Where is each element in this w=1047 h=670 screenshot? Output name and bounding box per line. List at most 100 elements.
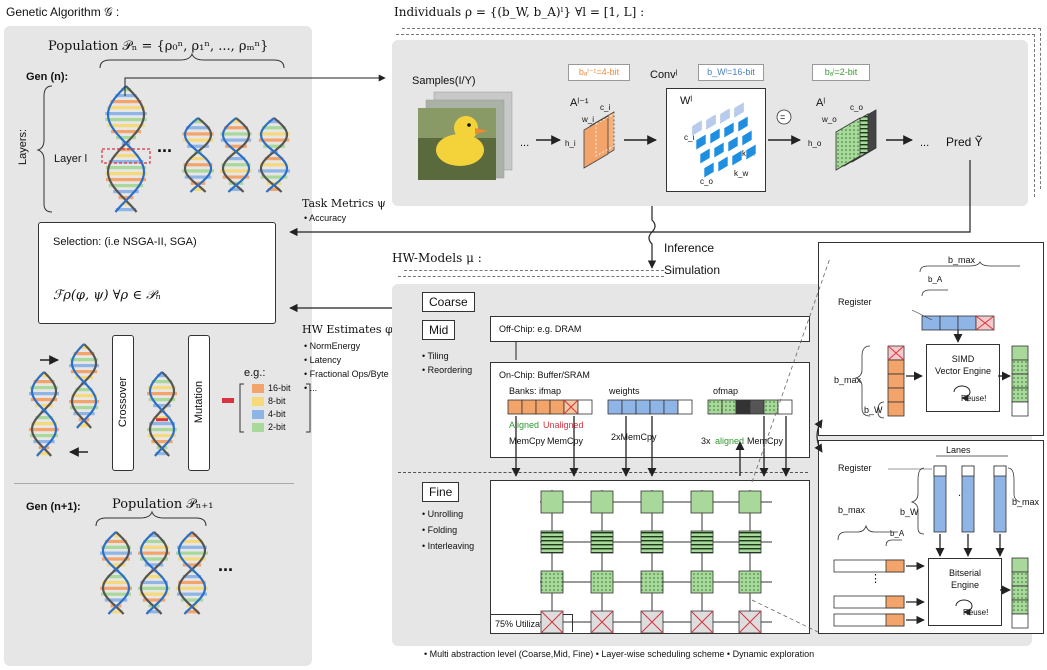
reuse-arrow <box>953 385 971 402</box>
pred-label: Pred Ỹ <box>946 135 983 149</box>
weights-bank-cell <box>663 399 679 415</box>
helix-rung <box>230 120 242 124</box>
helix-rung <box>262 126 286 130</box>
onchip-label: On-Chip: Buffer/SRAM <box>499 370 590 380</box>
helix-rung <box>186 126 210 130</box>
helix-rung <box>29 434 59 438</box>
weight-tile <box>731 149 743 167</box>
helix-rung <box>100 592 132 596</box>
bitserial-register-label: Register <box>838 463 872 473</box>
inference-arrow <box>647 206 657 269</box>
legend-16: 16-bit <box>268 383 291 393</box>
dim-ho: h_o <box>808 139 822 148</box>
layers-brace <box>36 85 53 213</box>
ind-dots-right: ... <box>920 137 930 149</box>
engine-swap-arrow <box>814 419 823 453</box>
bitserial-bmax-brace <box>837 524 898 541</box>
helix-rung <box>176 551 208 555</box>
dim-wo: w_o <box>822 115 837 124</box>
ofmap-cpy-aligned: aligned <box>715 436 745 446</box>
helix-rung <box>178 557 206 561</box>
helix-rung <box>105 172 147 176</box>
helix-rung <box>75 388 93 392</box>
bitserial-row-bit <box>885 559 905 573</box>
pe-cell <box>590 570 614 594</box>
weight-tile <box>727 135 739 153</box>
memcpy-1: MemCpy <box>509 436 546 446</box>
bitserial-engine-line1: Bitserial <box>948 568 981 578</box>
helix-rung <box>151 440 173 444</box>
ba-prev-badge: bₐˡ⁻¹=4-bit <box>568 64 630 81</box>
helix-strand <box>177 531 207 615</box>
helix-rung <box>258 138 290 142</box>
helix-rung <box>144 563 164 567</box>
bitserial-lane-top <box>993 465 1007 477</box>
helix-rung <box>181 539 203 544</box>
hw-estimates-title: HW Estimates φ <box>302 323 393 336</box>
population-brace <box>99 52 285 69</box>
helix-rung <box>100 586 132 590</box>
simd-col-cell <box>887 359 905 375</box>
offchip-label: Off-Chip: e.g. DRAM <box>499 324 582 334</box>
fine-item-0: • Unrolling <box>422 509 464 519</box>
helix-rung <box>176 592 208 596</box>
unaligned-label: Unaligned <box>543 420 584 430</box>
simd-graphics <box>854 261 1029 419</box>
helix-rung <box>259 163 289 167</box>
pe-cell <box>640 570 664 594</box>
simd-bmax-left-brace <box>854 345 871 417</box>
offchip-box: Off-Chip: e.g. DRAM <box>490 316 810 342</box>
helix-rung <box>182 169 214 173</box>
helix-rung <box>188 157 208 161</box>
legend-swatch-8 <box>252 397 264 406</box>
gen-n-dots: ... <box>157 136 173 156</box>
bitserial-row-bit <box>885 595 905 609</box>
helix-rung <box>226 157 246 161</box>
helix-rung <box>35 416 53 420</box>
helix-rung <box>105 112 147 116</box>
helix-rung <box>149 422 175 426</box>
helix-rung <box>178 580 206 585</box>
pe-cell <box>738 570 762 594</box>
bitserial-lane-top <box>933 465 947 477</box>
hw-estimate-0: • NormEnergy <box>304 341 361 351</box>
pe-cell <box>590 490 614 514</box>
minus-sign <box>222 398 234 403</box>
aligned-label: Aligned <box>509 420 540 430</box>
legend-swatch-4 <box>252 410 264 419</box>
helix-rung <box>109 610 123 614</box>
helix-strand <box>30 371 58 457</box>
helix-rung <box>138 592 170 596</box>
eg-label: e.g.: <box>244 367 266 379</box>
hw-stack-back1 <box>398 276 664 278</box>
simd-bmax-top: b_max <box>948 255 976 265</box>
helix-rung <box>148 386 176 390</box>
ofmap-bank-cell <box>721 399 737 415</box>
individuals-stack-back1 <box>396 34 1035 197</box>
helix-rung <box>182 563 202 567</box>
ifmap-bank-cell <box>507 399 523 415</box>
helix-rung <box>263 144 285 148</box>
helix-strand <box>183 117 213 193</box>
simd-register-cell <box>957 315 977 331</box>
bitserial-graphics <box>833 385 1029 629</box>
weight-tile <box>745 143 757 161</box>
hw-estimate-2: • Fractional Ops/Byte <box>304 369 389 379</box>
gen-divider <box>14 483 294 484</box>
ind-dots-left: ... <box>520 137 530 149</box>
pe-idle-x <box>738 610 762 634</box>
helix-rung <box>73 412 95 416</box>
helix-rung <box>267 187 281 192</box>
pe-idle-x <box>540 610 564 634</box>
helix-rung <box>113 154 139 158</box>
layer-l-highlight <box>101 148 151 164</box>
helix-rung <box>220 138 252 142</box>
helix-rung <box>186 534 198 538</box>
helix-strand <box>177 531 207 615</box>
pe-cell <box>738 530 762 554</box>
helix-rung <box>192 120 204 124</box>
helix-rung <box>121 88 131 92</box>
helix-rung <box>37 452 51 456</box>
helix-rung <box>229 187 243 192</box>
weights-bank-cell <box>607 399 623 415</box>
